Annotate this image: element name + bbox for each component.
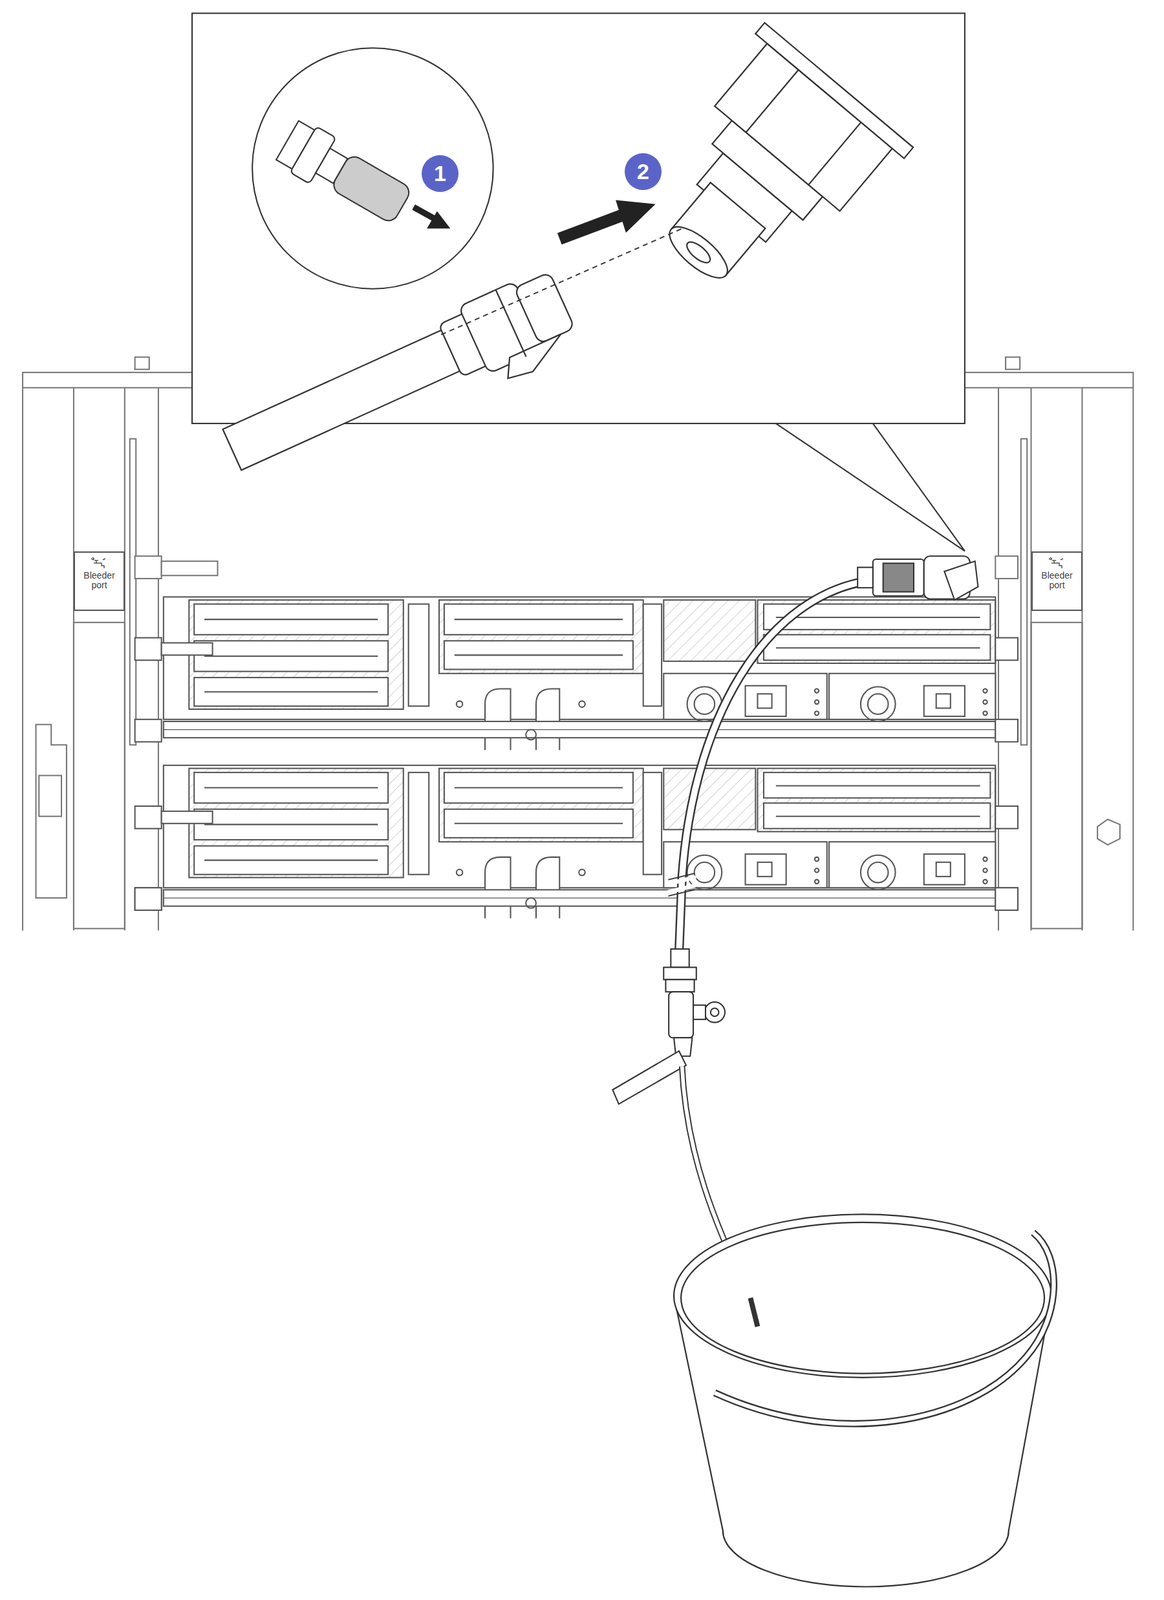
bleeder-port-label: Bleeder port [73, 551, 125, 612]
bleeder-icon [89, 556, 110, 572]
callout-number: 1 [421, 155, 459, 193]
callout-number: 2 [624, 153, 662, 191]
callout-text: 1 [433, 161, 447, 187]
bleeder-icon [1047, 556, 1067, 572]
callout-text: 2 [636, 159, 650, 185]
bleeder-port-label: Bleeder port [1031, 551, 1083, 612]
port-label: Bleeder port [1035, 571, 1079, 590]
port-label: Bleeder port [77, 571, 121, 590]
